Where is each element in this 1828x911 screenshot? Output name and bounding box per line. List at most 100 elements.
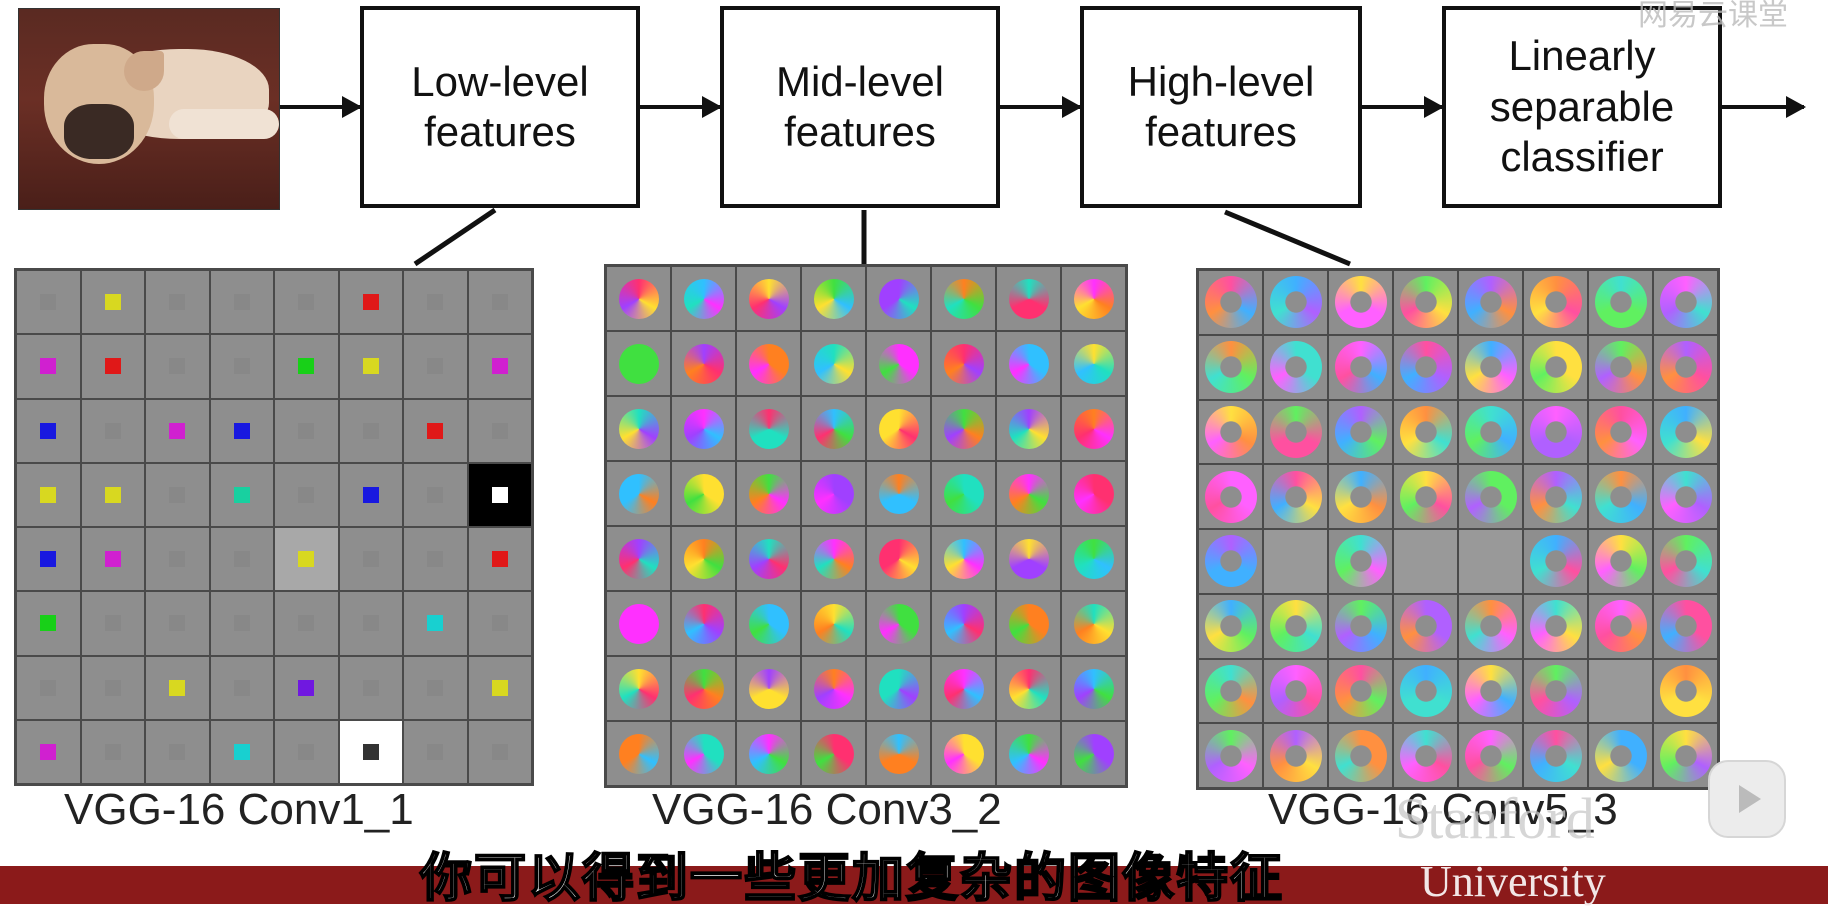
- filter-swatch: [298, 422, 315, 439]
- filter-swatch: [1399, 664, 1452, 717]
- filter-swatch: [683, 473, 724, 514]
- filter-swatch: [1399, 341, 1452, 394]
- conv3-filter-cell: [607, 592, 670, 655]
- conv1-filter-cell: [275, 592, 338, 655]
- conv3-filter-cell: [737, 592, 800, 655]
- filter-swatch: [1529, 276, 1582, 329]
- conv1-filter-cell: [339, 463, 402, 526]
- filter-swatch: [683, 733, 724, 774]
- conv1-filter-cell: [468, 592, 531, 655]
- conv1-filter-cell: [404, 720, 467, 783]
- filter-swatch: [683, 668, 724, 709]
- conv3-filter-cell: [932, 592, 995, 655]
- conv1-filter-cell: [404, 592, 467, 655]
- filter-swatch: [233, 294, 250, 311]
- conv3-filter-cell: [997, 332, 1060, 395]
- filter-swatch: [748, 538, 789, 579]
- conv3-filter-cell: [607, 657, 670, 720]
- conv3-filter-cell: [1062, 397, 1125, 460]
- conv5-filter-cell: [1329, 335, 1392, 399]
- play-icon: [1739, 785, 1761, 813]
- conv1-filter-cell: [468, 528, 531, 591]
- conv5-filter-cell: [1589, 530, 1652, 593]
- filter-swatch: [1073, 538, 1114, 579]
- filter-swatch: [169, 422, 186, 439]
- conv5-filter-cell: [1264, 594, 1327, 658]
- conv1-filter-cell: [17, 335, 80, 398]
- conv3-filter-cell: [1062, 722, 1125, 785]
- filter-swatch: [878, 668, 919, 709]
- conv1-filter-cell: [339, 399, 402, 462]
- filter-swatch: [104, 679, 121, 696]
- conv1-filter-cell: [210, 528, 273, 591]
- conv1-filter-cell: [81, 271, 144, 334]
- conv1-filter-cell: [275, 656, 338, 719]
- filter-swatch: [813, 603, 854, 644]
- filter-swatch: [1008, 603, 1049, 644]
- conv3-filter-cell: [672, 397, 735, 460]
- conv3-filter-cell: [802, 462, 865, 525]
- conv5-filter-cell: [1329, 400, 1392, 464]
- conv3-filter-cell: [737, 332, 800, 395]
- play-button[interactable]: [1708, 760, 1786, 838]
- filter-swatch: [104, 743, 121, 760]
- conv1-filter-cell: [146, 656, 209, 719]
- conv1-filter-cell: [275, 335, 338, 398]
- filter-swatch: [298, 679, 315, 696]
- filter-swatch: [1659, 341, 1712, 394]
- filter-swatch: [1204, 276, 1257, 329]
- conv3-filter-cell: [607, 397, 670, 460]
- filter-swatch: [1594, 405, 1647, 458]
- conv1-filter-cell: [146, 271, 209, 334]
- arrow-3: [1000, 96, 1082, 118]
- filter-swatch: [1529, 341, 1582, 394]
- filter-swatch: [618, 278, 659, 319]
- filter-swatch: [943, 668, 984, 709]
- filter-swatch: [233, 679, 250, 696]
- conv3-filter-cell: [997, 527, 1060, 590]
- conv3-filter-cell: [997, 397, 1060, 460]
- conv5-filter-cell: [1654, 659, 1717, 723]
- filter-swatch: [813, 538, 854, 579]
- conv5-filter-cell: [1654, 335, 1717, 399]
- filter-swatch: [427, 294, 444, 311]
- filter-swatch: [813, 408, 854, 449]
- conv1-filter-cell: [146, 463, 209, 526]
- filter-swatch: [169, 679, 186, 696]
- filter-swatch: [169, 551, 186, 568]
- conv1-filter-cell: [17, 463, 80, 526]
- conv1-filter-cell: [468, 720, 531, 783]
- filter-swatch: [1399, 470, 1452, 523]
- conv3-filter-cell: [932, 722, 995, 785]
- filter-swatch: [813, 668, 854, 709]
- conv5-filter-cell: [1199, 335, 1262, 399]
- filter-swatch: [1464, 405, 1517, 458]
- conv5-filter-cell: [1329, 659, 1392, 723]
- conv3-filter-cell: [607, 527, 670, 590]
- arrow-4: [1362, 96, 1444, 118]
- conv3-filter-cell: [737, 397, 800, 460]
- filter-swatch: [169, 294, 186, 311]
- conv1-filter-cell: [404, 271, 467, 334]
- conv3-filter-cell: [997, 267, 1060, 330]
- filter-swatch: [298, 294, 315, 311]
- conv3-filter-cell: [607, 332, 670, 395]
- conv3-filter-cell: [672, 332, 735, 395]
- filter-swatch: [1659, 535, 1712, 588]
- conv1-filter-cell: [468, 335, 531, 398]
- conv3-filter-cell: [932, 397, 995, 460]
- filter-swatch: [1073, 473, 1114, 514]
- filter-swatch: [491, 358, 508, 375]
- conv5-filter-cell: [1199, 271, 1262, 334]
- filter-swatch: [943, 603, 984, 644]
- conv1-filter-cell: [339, 271, 402, 334]
- filter-swatch: [1073, 733, 1114, 774]
- conv3-filter-cell: [867, 397, 930, 460]
- conv1-filter-cell: [210, 399, 273, 462]
- filter-swatch: [1659, 729, 1712, 782]
- filter-swatch: [1008, 343, 1049, 384]
- filter-swatch: [748, 408, 789, 449]
- arrow-2: [640, 96, 722, 118]
- conv5-filter-cell: [1589, 465, 1652, 528]
- conv3-filter-cell: [737, 462, 800, 525]
